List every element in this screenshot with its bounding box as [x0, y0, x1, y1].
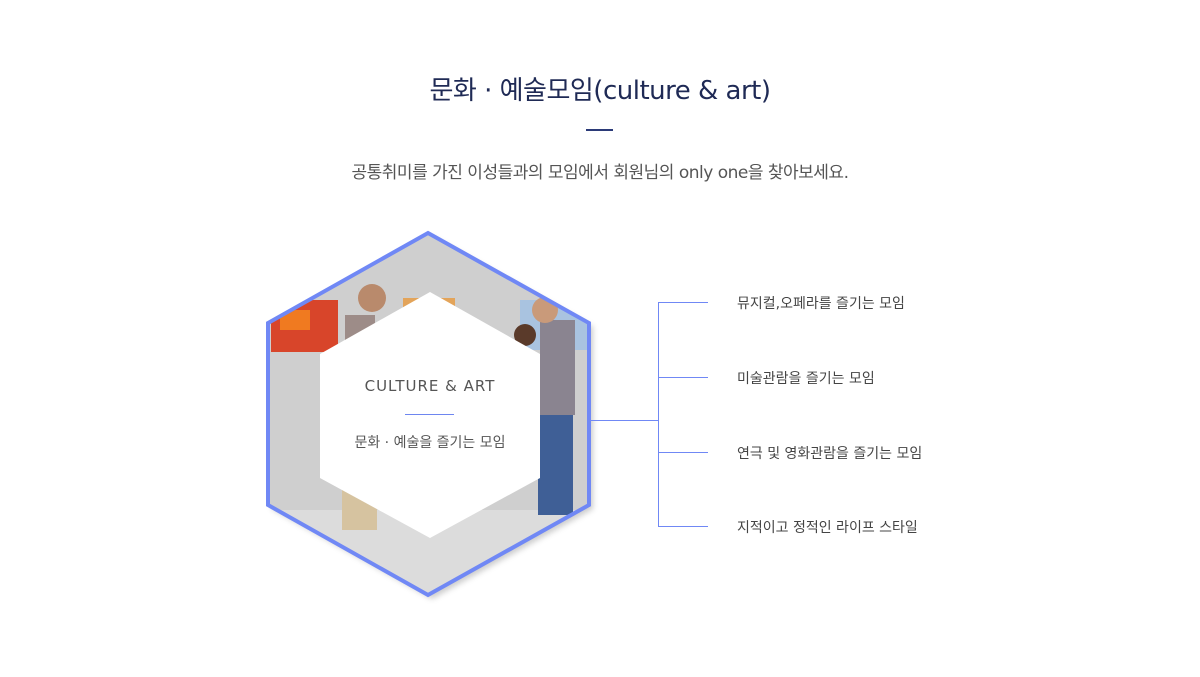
list-item: 연극 및 영화관람을 즐기는 모임: [737, 446, 923, 462]
hexagon-border: [266, 230, 591, 598]
page-subtitle: 공통취미를 가진 이성들과의 모임에서 회원님의 only one을 찾아보세요…: [351, 163, 849, 183]
hexagon-divider: [405, 414, 454, 415]
list-item: 뮤지컬,오페라를 즐기는 모임: [737, 296, 905, 312]
inner-hexagon: [320, 292, 540, 538]
title-divider: [586, 129, 613, 131]
page-title: 문화 · 예술모임(culture & art): [429, 76, 771, 106]
connector-lines: [590, 302, 708, 527]
list-item: 지적이고 정적인 라이프 스타일: [737, 520, 918, 536]
hexagon-title-en: CULTURE & ART: [364, 377, 496, 395]
list-item: 미술관람을 즐기는 모임: [737, 371, 875, 387]
hexagon-title-ko: 문화 · 예술을 즐기는 모임: [354, 435, 506, 451]
